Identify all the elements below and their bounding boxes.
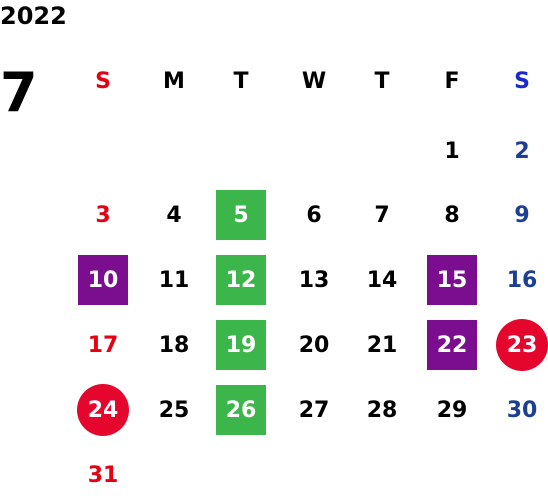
- day-cell[interactable]: 7: [374, 202, 390, 228]
- day-cell[interactable]: 16: [506, 267, 538, 293]
- day-cell[interactable]: 19: [216, 320, 266, 370]
- month-label: 7: [0, 61, 38, 124]
- day-cell[interactable]: 8: [444, 202, 460, 228]
- day-cell[interactable]: 10: [78, 255, 128, 305]
- day-cell[interactable]: 6: [306, 202, 322, 228]
- day-cell[interactable]: 24: [77, 384, 129, 436]
- weekday-header: S: [514, 68, 530, 94]
- day-cell[interactable]: 20: [298, 332, 330, 358]
- day-cell[interactable]: 17: [87, 332, 119, 358]
- day-cell[interactable]: 9: [514, 202, 530, 228]
- weekday-header: T: [374, 68, 390, 94]
- weekday-header: M: [163, 68, 185, 94]
- weekday-header: W: [301, 68, 327, 94]
- day-cell[interactable]: 23: [496, 319, 548, 371]
- day-cell[interactable]: 26: [216, 385, 266, 435]
- day-cell[interactable]: 30: [506, 397, 538, 423]
- day-cell[interactable]: 25: [158, 397, 190, 423]
- day-cell[interactable]: 2: [514, 138, 530, 164]
- weekday-header: T: [233, 68, 249, 94]
- day-cell[interactable]: 29: [436, 397, 468, 423]
- day-cell[interactable]: 27: [298, 397, 330, 423]
- day-cell[interactable]: 12: [216, 255, 266, 305]
- day-cell[interactable]: 1: [444, 138, 460, 164]
- day-cell[interactable]: 28: [366, 397, 398, 423]
- day-cell[interactable]: 31: [87, 462, 119, 488]
- day-cell[interactable]: 11: [158, 267, 190, 293]
- weekday-header: F: [444, 68, 460, 94]
- day-cell[interactable]: 13: [298, 267, 330, 293]
- weekday-header: S: [95, 68, 111, 94]
- day-cell[interactable]: 15: [427, 255, 477, 305]
- day-cell[interactable]: 14: [366, 267, 398, 293]
- day-cell[interactable]: 3: [95, 202, 111, 228]
- day-cell[interactable]: 21: [366, 332, 398, 358]
- day-cell[interactable]: 18: [158, 332, 190, 358]
- day-cell[interactable]: 22: [427, 320, 477, 370]
- day-cell[interactable]: 4: [166, 202, 182, 228]
- year-label: 2022: [0, 2, 67, 30]
- day-cell[interactable]: 5: [216, 190, 266, 240]
